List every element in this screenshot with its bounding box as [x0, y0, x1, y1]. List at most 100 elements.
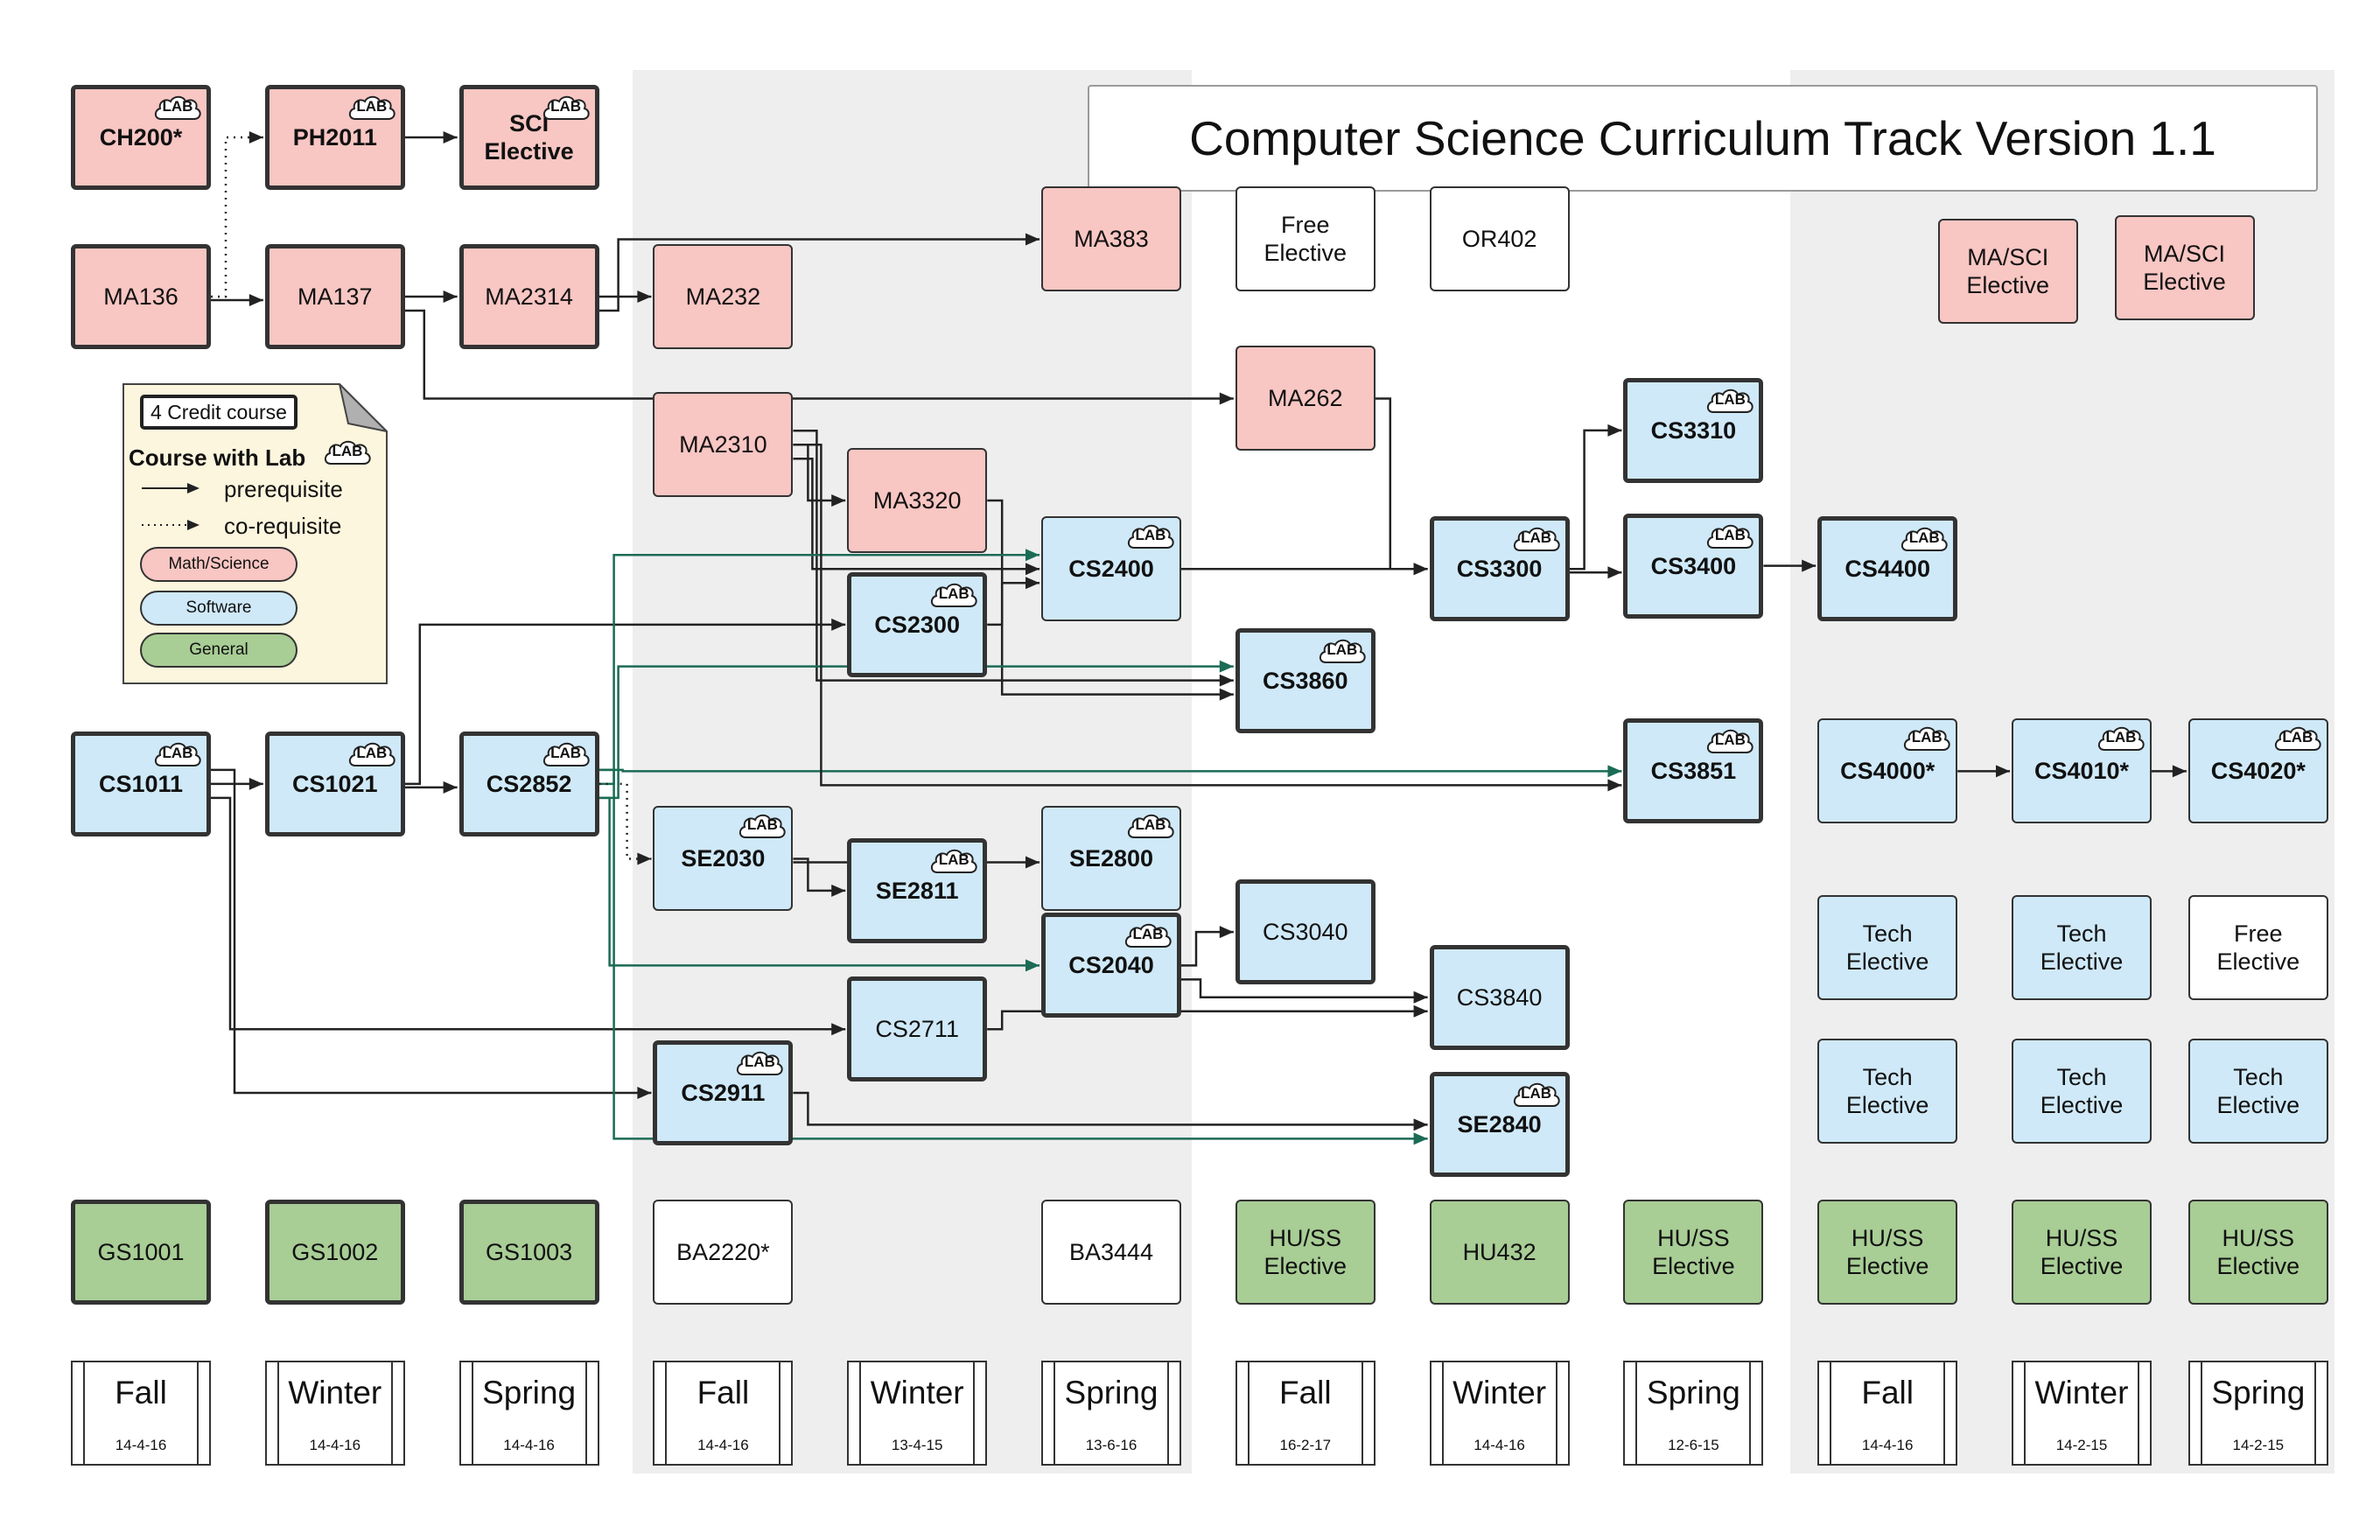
edge-ma136-to-ph2011: [211, 136, 263, 298]
course-cs4020-28: CS4020*LAB: [2188, 718, 2328, 824]
course-tech-elective-42: Tech Elective: [2012, 1039, 2152, 1144]
course-label: SE2800: [1068, 845, 1154, 872]
legend-lab-label: Course with Lab: [129, 444, 306, 471]
arrowhead-icon: [831, 884, 846, 897]
course-label: Tech Elective: [2040, 1064, 2124, 1119]
lab-label: LAB: [1135, 527, 1166, 544]
course-hu-ss-elective-49: HU/SS Elective: [1235, 1200, 1376, 1305]
course-label: MA137: [298, 284, 373, 310]
edge-ma2310-to-cs3851: [793, 444, 1622, 787]
course-or402-9: OR402: [1429, 186, 1570, 292]
course-label: CS4400: [1844, 556, 1930, 583]
arrowhead-icon: [1607, 424, 1622, 437]
edge-cs2711-to-cs3840: [987, 1010, 1428, 1031]
arrowhead-icon: [443, 780, 458, 794]
course-ma232-6: MA232: [653, 244, 794, 349]
course-hu432-50: HU432: [1429, 1200, 1570, 1305]
arrowhead-icon: [1413, 563, 1428, 576]
course-se2811-30: SE2811 LAB: [847, 837, 988, 943]
edge-cs2911-to-se2840: [793, 1091, 1428, 1126]
course-gs1001-44: GS1001: [71, 1200, 211, 1305]
course-free-elective-36: Free Elective: [2188, 895, 2328, 1001]
lab-cloud-icon: LAB: [1899, 524, 1950, 556]
course-gs1002-45: GS1002: [264, 1200, 405, 1305]
lab-cloud-icon: LAB: [1317, 636, 1368, 668]
lab-cloud-icon: LAB: [1704, 726, 1755, 758]
course-label: SE2811: [875, 877, 959, 904]
course-ma-sci-elective-10: MA/SCI Elective: [1937, 218, 2078, 324]
arrowhead-icon: [1219, 688, 1234, 701]
course-free-elective-8: Free Elective: [1235, 186, 1376, 292]
lab-cloud-icon: LAB: [737, 811, 788, 843]
course-label: CS2300: [874, 611, 960, 638]
course-ma2314-5: MA2314: [458, 244, 599, 349]
lab-cloud-icon: LAB: [1123, 920, 1173, 952]
lab-cloud-icon: LAB: [2272, 724, 2323, 755]
course-cs2711-38: CS2711: [847, 976, 988, 1082]
arrowhead-icon: [1026, 233, 1040, 246]
term-name: Spring: [1646, 1375, 1740, 1410]
lab-label: LAB: [356, 744, 388, 761]
course-label: HU432: [1462, 1239, 1536, 1265]
course-label: HU/SS Elective: [2216, 1225, 2300, 1279]
course-label: BA3444: [1068, 1239, 1154, 1265]
arrowhead-icon: [831, 494, 846, 507]
lab-cloud-icon: LAB: [1125, 522, 1176, 553]
term-name: Spring: [2211, 1375, 2306, 1410]
term-name: Winter: [2034, 1375, 2129, 1410]
course-label: Tech Elective: [1845, 920, 1929, 976]
arrowhead-icon: [637, 852, 652, 865]
course-label: SCI Elective: [484, 110, 574, 164]
lab-cloud-icon: LAB: [1704, 522, 1755, 553]
lab-label: LAB: [1714, 526, 1746, 543]
arrowhead-icon: [1026, 563, 1040, 576]
course-cs3040-33: CS3040: [1235, 879, 1376, 985]
term-fall-6: Fall 16-2-17: [1235, 1361, 1376, 1466]
course-label: MA262: [1268, 385, 1343, 412]
arrowhead-icon: [637, 1087, 652, 1099]
lab-label: LAB: [1911, 729, 1942, 746]
course-label: Free Elective: [2216, 920, 2300, 976]
course-label: CS3040: [1263, 919, 1348, 946]
legend: 4 Credit course Course with Lab LAB prer…: [122, 383, 388, 684]
lab-label: LAB: [938, 850, 970, 868]
course-tech-elective-34: Tech Elective: [1817, 895, 1958, 1001]
legend-general-pill: General: [140, 633, 298, 668]
course-label: HU/SS Elective: [1652, 1225, 1735, 1279]
course-label: CH200*: [99, 124, 183, 150]
course-gs1003-46: GS1003: [458, 1200, 599, 1305]
term-credit-code: 16-2-17: [1279, 1437, 1332, 1453]
lab-label: LAB: [356, 98, 388, 115]
course-ba3444-48: BA3444: [1041, 1200, 1181, 1305]
term-name: Fall: [696, 1375, 750, 1410]
course-label: CS3840: [1456, 984, 1543, 1011]
course-cs3840-37: CS3840: [1429, 944, 1570, 1050]
arrowhead-icon: [1026, 549, 1040, 562]
edge-ma2310-to-cs2400: [793, 458, 1040, 570]
term-name: Fall: [1278, 1375, 1332, 1410]
course-ma137-4: MA137: [264, 244, 405, 349]
arrowhead-icon: [1413, 1004, 1428, 1018]
lab-label: LAB: [1521, 1085, 1552, 1102]
lab-label: LAB: [1908, 529, 1940, 547]
lab-label: LAB: [2282, 729, 2314, 746]
lab-label: LAB: [2105, 729, 2137, 746]
course-hu-ss-elective-52: HU/SS Elective: [1817, 1200, 1958, 1305]
lab-cloud-icon: LAB: [928, 846, 979, 878]
course-label: Tech Elective: [2040, 920, 2124, 976]
term-credit-code: 14-4-16: [1861, 1437, 1914, 1453]
term-credit-code: 13-4-15: [891, 1437, 943, 1453]
arrowhead-icon: [1413, 990, 1428, 1004]
lab-cloud-icon: LAB: [1901, 724, 1952, 755]
arrowhead-icon: [1607, 779, 1622, 792]
